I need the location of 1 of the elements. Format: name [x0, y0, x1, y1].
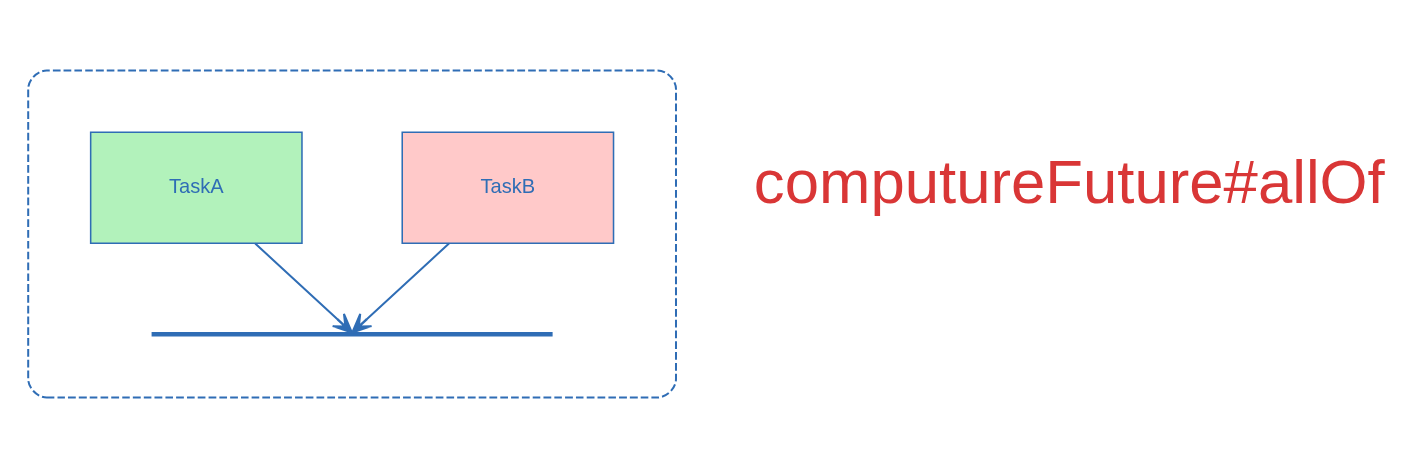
label: computureFuture#allOf — [753, 147, 1385, 217]
